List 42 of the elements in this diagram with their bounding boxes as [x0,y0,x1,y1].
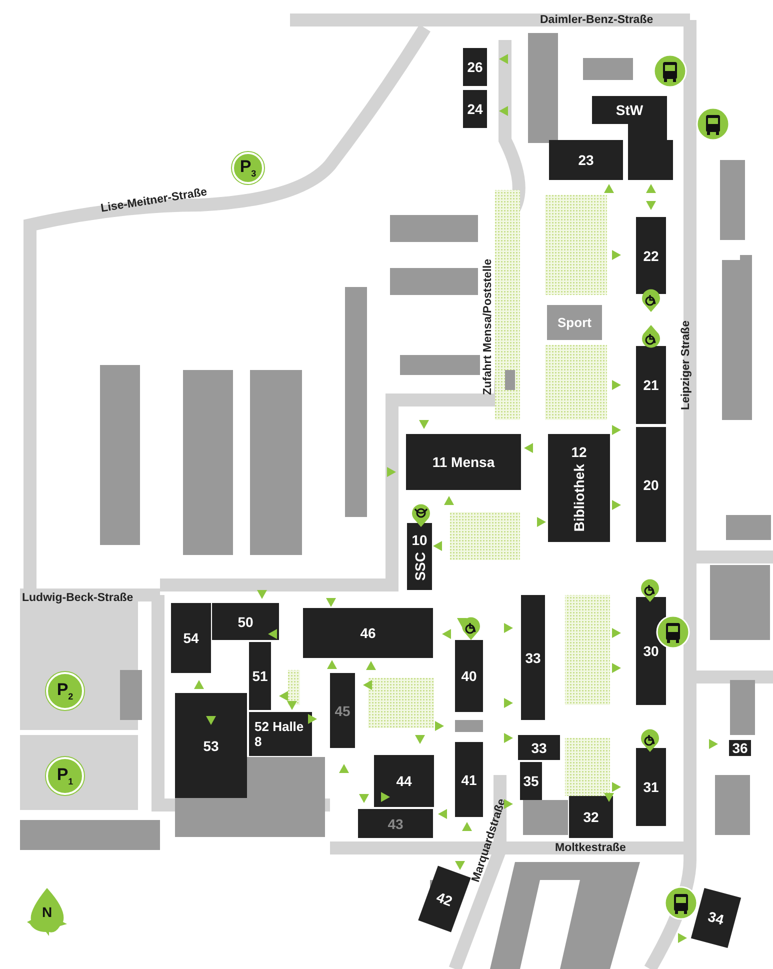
building-label: 26 [467,59,483,75]
building-label: 52 Halle 8 [254,719,305,749]
building-label: 11 Mensa [432,454,495,470]
building-label: 50 [238,614,254,630]
building-label: 33 [525,650,541,666]
building-label: 42 [434,888,455,910]
parking-label: P$_{2}$ [56,680,74,702]
building-label: 31 [643,779,659,795]
building-label: Sport [558,315,592,330]
building-label: 21 [643,377,659,393]
street-name: Leipziger Straße [680,320,692,410]
building-label: 10 [412,532,428,548]
street-name: Daimler-Benz-Straße [540,14,654,26]
building-label: 12 [571,444,587,460]
building-label: 53 [203,738,219,754]
building-label: 46 [360,625,376,641]
building-label: 34 [706,908,726,928]
street-name: Ludwig-Beck-Straße [22,592,134,604]
building-name: Bibliothek [571,464,587,532]
building-label: 40 [461,668,477,684]
building-label: 44 [396,773,412,789]
building-label: 30 [643,643,659,659]
street-name: Moltkestraße [555,842,626,854]
street-name: Zufahrt Mensa/Poststelle [482,258,494,395]
building-name: SSC [412,552,428,581]
building-label: 43 [388,816,404,832]
building-label: 24 [467,101,483,117]
building-label: 45 [334,702,350,718]
north-label: N [42,904,52,920]
building-label: 54 [183,630,199,646]
building-label: 20 [643,476,659,492]
parking-label: P$_{3}$ [240,157,256,179]
building-label: 36 [732,740,748,756]
parking-label: P$_{1}$ [56,765,74,787]
building-label: 51 [252,668,268,684]
building-label: 32 [583,809,599,825]
building-label: 33 [531,740,547,756]
building-label: 23 [578,152,594,168]
building-label: StW [616,102,644,118]
building-label: 41 [461,772,477,788]
building-label: 35 [523,773,539,789]
building-label: 22 [643,248,659,264]
